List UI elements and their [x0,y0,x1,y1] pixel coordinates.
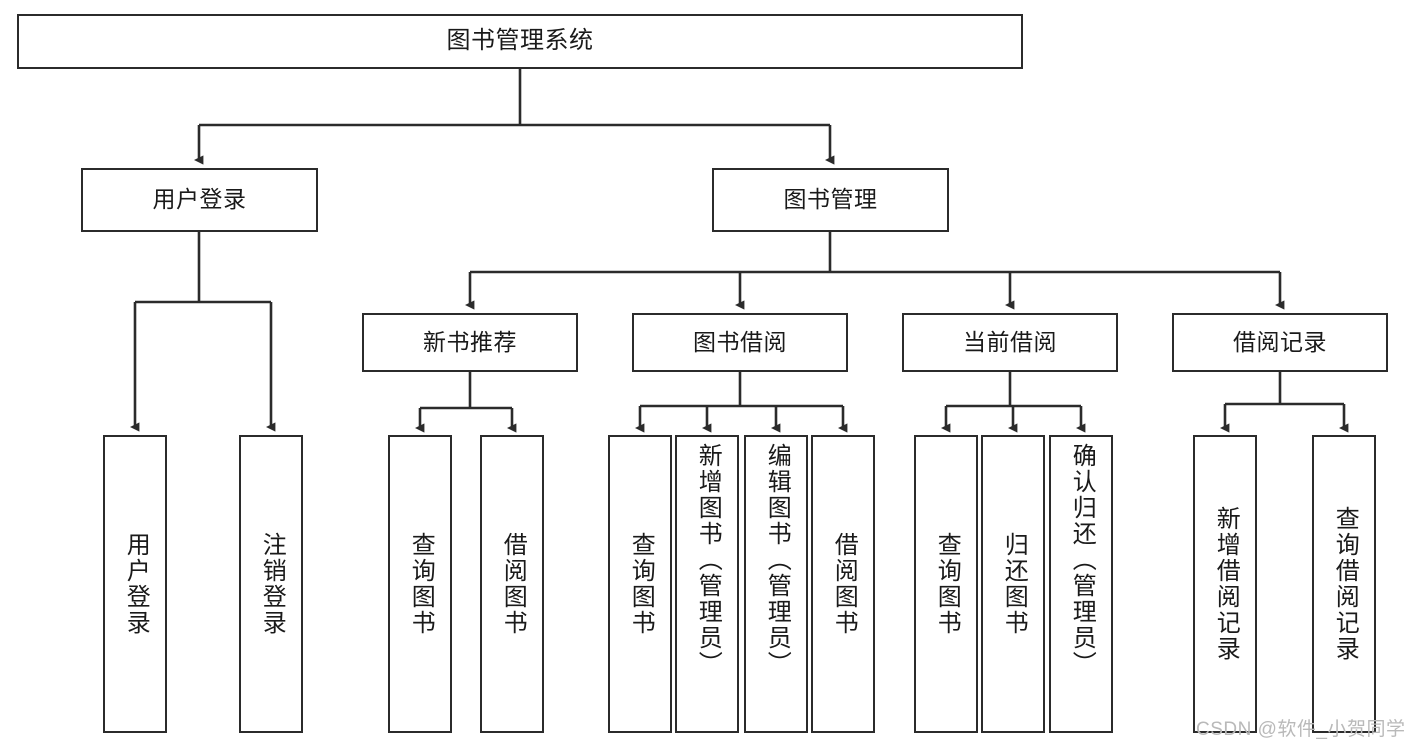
node-user-login[interactable]: 用户登录 [81,168,318,232]
node-book-manage-label: 图书管理 [783,186,878,213]
node-leaf-add-record-label: 新增借阅记录 [1212,506,1240,662]
node-leaf-return-book[interactable]: 归还图书 [981,435,1045,733]
node-leaf-query-record-label: 查询借阅记录 [1331,506,1359,662]
node-book-manage[interactable]: 图书管理 [712,168,949,232]
csdn-watermark: CSDN @软件_小贺同学 [1196,719,1405,740]
node-book-borrow-label: 图书借阅 [693,328,787,355]
node-root-label: 图书管理系统 [446,27,594,55]
node-leaf-query-book-3[interactable]: 查询图书 [914,435,978,733]
node-leaf-user-login-label: 用户登录 [122,532,150,636]
node-leaf-edit-book[interactable]: 编辑图书（管理员） [744,435,808,733]
node-leaf-add-book[interactable]: 新增图书（管理员） [675,435,739,733]
node-leaf-borrow-book-2-label: 借阅图书 [830,532,858,636]
node-leaf-query-book-2-label: 查询图书 [627,532,655,636]
node-leaf-query-book-2[interactable]: 查询图书 [608,435,672,733]
node-current-borrow-label: 当前借阅 [963,328,1057,355]
node-leaf-user-logout[interactable]: 注销登录 [239,435,303,733]
node-book-borrow[interactable]: 图书借阅 [632,313,848,372]
node-leaf-confirm-return-label: 确认归还（管理员） [1068,443,1096,677]
node-leaf-query-book-1-label: 查询图书 [407,532,435,636]
node-leaf-user-login[interactable]: 用户登录 [103,435,167,733]
node-leaf-query-book-1[interactable]: 查询图书 [388,435,452,733]
node-leaf-add-book-label: 新增图书（管理员） [694,443,722,677]
node-new-book-recommend-label: 新书推荐 [423,328,517,355]
node-new-book-recommend[interactable]: 新书推荐 [362,313,578,372]
node-leaf-add-record[interactable]: 新增借阅记录 [1193,435,1257,733]
node-root[interactable]: 图书管理系统 [17,14,1023,69]
node-leaf-user-logout-label: 注销登录 [258,532,286,636]
node-leaf-query-book-3-label: 查询图书 [933,532,961,636]
node-leaf-query-record[interactable]: 查询借阅记录 [1312,435,1376,733]
node-leaf-borrow-book-1[interactable]: 借阅图书 [480,435,544,733]
node-current-borrow[interactable]: 当前借阅 [902,313,1118,372]
node-borrow-record-label: 借阅记录 [1233,328,1327,355]
node-leaf-return-book-label: 归还图书 [1000,532,1028,636]
node-leaf-confirm-return[interactable]: 确认归还（管理员） [1049,435,1113,733]
node-user-login-label: 用户登录 [152,186,247,213]
node-leaf-edit-book-label: 编辑图书（管理员） [763,443,791,677]
node-leaf-borrow-book-1-label: 借阅图书 [499,532,527,636]
node-borrow-record[interactable]: 借阅记录 [1172,313,1388,372]
node-leaf-borrow-book-2[interactable]: 借阅图书 [811,435,875,733]
